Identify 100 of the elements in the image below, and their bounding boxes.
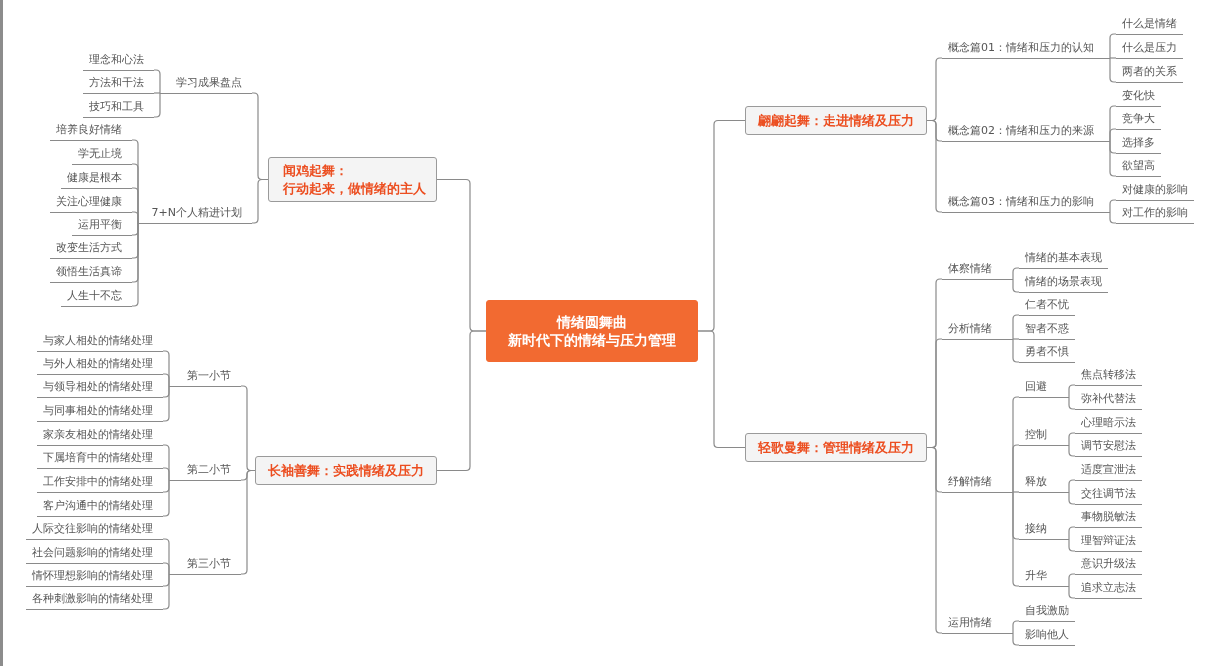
topic-title: 情绪圆舞曲 [557, 313, 627, 331]
underlined-topic: 客户沟通中的情绪处理 [37, 496, 163, 517]
topic-title: 长袖善舞：实践情绪及压力 [268, 461, 424, 480]
connector-line [1068, 538, 1076, 552]
underlined-topic: 理念和心法 [83, 50, 154, 71]
connector-line [1012, 491, 1020, 493]
branch-topic-box [745, 106, 927, 135]
underlined-topic: 什么是压力 [1116, 38, 1183, 59]
underlined-topic: 心理暗示法 [1075, 413, 1142, 434]
underlined-topic: 与外人相处的情绪处理 [37, 354, 163, 375]
connector-line [1012, 491, 1020, 587]
connector-line [1012, 267, 1020, 280]
underlined-topic: 理智辩证法 [1075, 531, 1142, 552]
underlined-topic: 概念篇03：情绪和压力的影响 [942, 192, 1110, 213]
connector-line [1068, 384, 1076, 398]
underlined-topic: 与领导相处的情绪处理 [37, 377, 163, 398]
underlined-topic: 第二小节 [169, 460, 241, 481]
underlined-topic: 变化快 [1116, 86, 1161, 107]
underlined-topic: 分析情绪 [942, 319, 1013, 340]
underlined-topic: 交往调节法 [1075, 484, 1142, 505]
underlined-topic: 智者不惑 [1019, 319, 1075, 340]
underlined-topic: 勇者不惧 [1019, 342, 1075, 363]
connector-line [162, 573, 170, 610]
underlined-topic: 情绪的场景表现 [1019, 272, 1108, 293]
underlined-topic: 竞争大 [1116, 109, 1161, 130]
underlined-topic: 自我激励 [1019, 601, 1075, 622]
underlined-topic: 改变生活方式 [50, 238, 132, 259]
underlined-topic: 调节安慰法 [1075, 436, 1142, 457]
underlined-topic: 领悟生活真谛 [50, 262, 132, 283]
connector-line [1068, 396, 1076, 410]
underlined-topic: 回避 [1019, 377, 1069, 398]
connector-line [1012, 278, 1020, 293]
connector-line [1068, 432, 1076, 446]
branch-topic-box [268, 157, 437, 202]
underlined-topic: 培养良好情绪 [50, 120, 132, 141]
underlined-topic: 运用平衡 [72, 215, 132, 236]
connector-line [1109, 57, 1117, 83]
connector-line [162, 385, 170, 422]
underlined-topic: 运用情绪 [942, 613, 1013, 634]
underlined-topic: 学习成果盘点 [160, 73, 252, 94]
connector-line [1068, 526, 1076, 540]
underlined-topic: 两者的关系 [1116, 62, 1183, 83]
underlined-topic: 人生十不忘 [61, 286, 132, 307]
connector-line [1068, 491, 1076, 505]
connector-line [1109, 211, 1117, 224]
underlined-topic: 焦点转移法 [1075, 365, 1142, 386]
connector-line [1068, 573, 1076, 587]
connector-line [1012, 632, 1020, 646]
connector-line [697, 330, 746, 449]
underlined-topic: 各种刺激影响的情绪处理 [26, 589, 163, 610]
connector-line [153, 92, 161, 94]
underlined-topic: 选择多 [1116, 133, 1161, 154]
underlined-topic: 接纳 [1019, 519, 1069, 540]
connector-line [1012, 444, 1020, 493]
underlined-topic: 方法和干法 [83, 73, 154, 94]
underlined-topic: 对健康的影响 [1116, 180, 1194, 201]
underlined-topic: 控制 [1019, 425, 1069, 446]
connector-line [162, 373, 170, 387]
connector-line [1068, 479, 1076, 493]
connector-line [1012, 314, 1020, 340]
topic-subtitle: 新时代下的情绪与压力管理 [508, 331, 676, 349]
connector-line [1109, 33, 1117, 59]
underlined-topic: 与同事相处的情绪处理 [37, 401, 163, 422]
underlined-topic: 健康是根本 [61, 168, 132, 189]
connector-line [1068, 585, 1076, 599]
connector-line [436, 330, 487, 472]
underlined-topic: 对工作的影响 [1116, 203, 1194, 224]
underlined-topic: 家亲友相处的情绪处理 [37, 425, 163, 446]
topic-title: 轻歌曼舞：管理情绪及压力 [758, 438, 914, 457]
underlined-topic: 第一小节 [169, 366, 241, 387]
underlined-topic: 技巧和工具 [83, 97, 154, 118]
underlined-topic: 释放 [1019, 472, 1069, 493]
underlined-topic: 影响他人 [1019, 625, 1075, 646]
underlined-topic: 人际交往影响的情绪处理 [26, 519, 163, 540]
underlined-topic: 工作安排中的情绪处理 [37, 472, 163, 493]
underlined-topic: 关注心理健康 [50, 192, 132, 213]
underlined-topic: 事物脱敏法 [1075, 507, 1142, 528]
underlined-topic: 社会问题影响的情绪处理 [26, 543, 163, 564]
connector-line [131, 222, 139, 307]
connector-line [153, 69, 161, 94]
branch-topic-box [745, 433, 927, 462]
connector-line [1068, 444, 1076, 457]
underlined-topic: 概念篇02：情绪和压力的来源 [942, 121, 1110, 142]
underlined-topic: 学无止境 [72, 144, 132, 165]
underlined-topic: 弥补代替法 [1075, 389, 1142, 410]
underlined-topic: 体察情绪 [942, 259, 1013, 280]
connector-line [1109, 140, 1117, 177]
topic-title: 翩翩起舞：走进情绪及压力 [758, 111, 914, 130]
underlined-topic: 欲望高 [1116, 156, 1161, 177]
connector-line [1012, 338, 1020, 363]
topic-subtitle: 行动起来，做情绪的主人 [283, 179, 426, 198]
connector-line [162, 562, 170, 575]
connector-line [162, 479, 170, 517]
underlined-topic: 情绪的基本表现 [1019, 248, 1108, 269]
topic-title: 闻鸡起舞： [283, 161, 348, 180]
connector-line [1109, 57, 1117, 59]
underlined-topic: 7+N个人精进计划 [138, 203, 252, 224]
connector-line [131, 211, 139, 224]
underlined-topic: 第三小节 [169, 554, 241, 575]
connector-line [153, 92, 161, 118]
